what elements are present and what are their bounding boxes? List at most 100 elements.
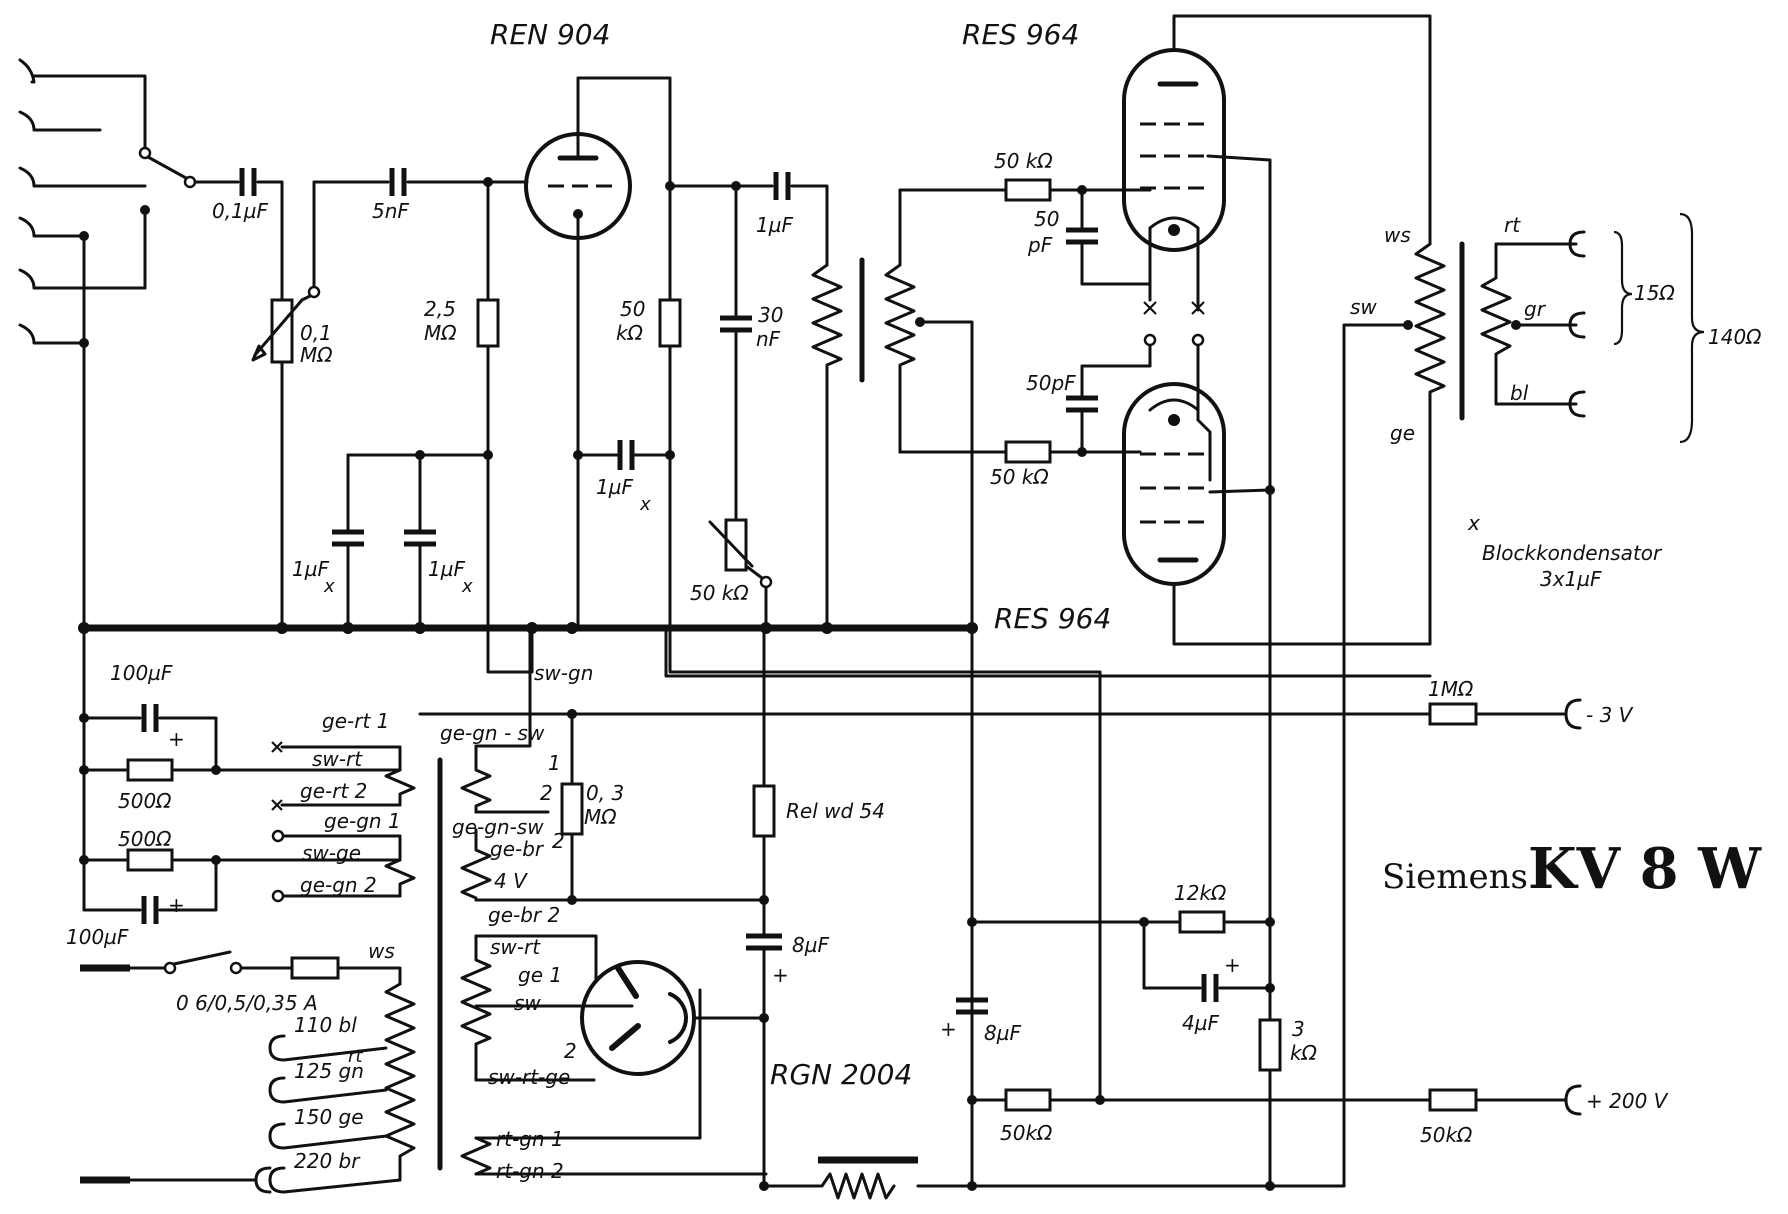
block-capacitors-grid [332, 450, 534, 674]
r-plate-unit: kΩ [616, 321, 644, 345]
mains-tap-110: 110 bl [294, 1013, 357, 1037]
wire-ge-gn-sw2: ge-gn-sw [452, 815, 544, 839]
mains-tap-150: 150 ge [294, 1105, 364, 1129]
wire-ge-rt1: ge-rt 1 [322, 709, 389, 733]
tone-network [668, 181, 774, 630]
c-4-label: 4µF [1182, 1011, 1219, 1035]
wire-sw-rt: sw-rt [312, 747, 363, 771]
c-100a-label: 100µF [110, 661, 173, 685]
output-transformer [1342, 230, 1586, 1188]
screen-supply-network [1139, 910, 1282, 1072]
c-block3-label: 1µF [596, 475, 633, 499]
wire-ge-gn-sw: ge-gn - sw [440, 721, 545, 745]
input-selector-switch [138, 146, 197, 215]
tube-rgn2004-label: RGN 2004 [770, 1058, 912, 1091]
power-transformer-secondaries [460, 626, 768, 1176]
wire-sw-ge: sw-ge [302, 841, 361, 865]
input-coupling-capacitor [193, 168, 284, 196]
mains-input [80, 950, 402, 1194]
terminal-minus3-label: - 3 V [1586, 703, 1634, 727]
relay-label: Rel wd 54 [786, 799, 885, 823]
wire-rt-gn1: rt-gn 1 [496, 1127, 564, 1151]
wire-sw-b: sw [514, 991, 541, 1015]
r-50k-filter-label: 50kΩ [1000, 1121, 1053, 1145]
wire-sw-gn: sw-gn [534, 661, 593, 685]
tube-res964-top [1122, 14, 1432, 1188]
r-03-unit: MΩ [584, 805, 617, 829]
pot-tone-label: 50 kΩ [690, 581, 749, 605]
grid-resistor [476, 180, 500, 457]
c-8a-plus: + [772, 963, 789, 987]
mains-tap-125: 125 gn [294, 1059, 364, 1083]
impedance-15-label: 15Ω [1634, 281, 1675, 305]
mains-ws-label: ws [368, 939, 395, 963]
brand-label: Siemens [1382, 857, 1528, 897]
power-transformer-left-taps [271, 741, 443, 1171]
impedance-140-label: 140Ω [1708, 325, 1762, 349]
wire-rt-gn2: rt-gn 2 [496, 1159, 564, 1183]
wire-ge-rt2: ge-rt 2 [300, 779, 367, 803]
c-g1-value: 50 [1034, 207, 1059, 231]
ot-gr-label: gr [1524, 297, 1547, 321]
ot-rt-label: rt [1504, 213, 1521, 237]
c-block1-sub: x [323, 576, 335, 597]
mains-tap-220: 220 br [294, 1149, 361, 1173]
tube-res964-top-label: RES 964 [962, 18, 1079, 51]
r-03-value: 0, 3 [586, 781, 624, 805]
c-block3-sub: x [639, 494, 651, 515]
wire-ge-br2: ge-br 2 [488, 903, 560, 927]
wire-ge-gn2: ge-gn 2 [300, 873, 377, 897]
r-500b-label: 500Ω [118, 827, 172, 851]
tube-rgn2004 [580, 960, 766, 1076]
r-g1-label: 50 kΩ [994, 149, 1053, 173]
output-coupling-capacitor [773, 172, 829, 267]
volume-potentiometer [251, 180, 321, 630]
c-tone-value: 30 [758, 303, 783, 327]
grid-resistor-bottom [898, 364, 1152, 464]
r-3k-value: 3 [1292, 1017, 1305, 1041]
wire-n2: 2 [540, 781, 553, 805]
fuse-label: 0 6/0,5/0,35 A [176, 991, 318, 1015]
bias-divider [560, 709, 769, 905]
pot-in-value: 0,1 [300, 321, 332, 345]
pot-in-unit: MΩ [300, 343, 333, 367]
ot-sw-label: sw [1350, 295, 1377, 319]
tube-res964-bottom [1122, 382, 1432, 646]
c-8a-label: 8µF [792, 933, 829, 957]
block-capacitor-plate [573, 440, 1102, 1099]
wire-n2c: 2 [564, 1039, 577, 1063]
c-g1-unit: pF [1027, 233, 1053, 257]
c-tone-unit: nF [756, 327, 781, 351]
input-jacks [18, 58, 147, 345]
c-block2-label: 1µF [428, 557, 465, 581]
ot-ws-label: ws [1384, 223, 1411, 247]
note-line1: Blockkondensator [1482, 541, 1663, 565]
relay-wd54 [746, 626, 782, 1188]
wire-sw-rt-ge: sw-rt-ge [488, 1065, 570, 1089]
tube-ren904 [524, 76, 672, 630]
bias-line [418, 626, 1582, 730]
r-grid-unit: MΩ [424, 321, 457, 345]
hv-filter [759, 626, 1582, 1200]
ot-bl-label: bl [1510, 381, 1529, 405]
coupling-capacitor-5nf [312, 168, 529, 288]
r-grid-value: 2,5 [424, 297, 456, 321]
wire-ge1: ge 1 [518, 963, 562, 987]
c-out-label: 1µF [756, 213, 793, 237]
wire-ge-gn1: ge-gn 1 [324, 809, 401, 833]
c-in-label: 0,1µF [212, 199, 269, 223]
r-500a-label: 500Ω [118, 789, 172, 813]
r-plate-value: 50 [620, 297, 645, 321]
r-50k-out-label: 50kΩ [1420, 1123, 1473, 1147]
c-100a-plus: + [168, 727, 185, 751]
wire-ge-br: ge-br [490, 837, 545, 861]
terminal-plus200-label: + 200 V [1586, 1089, 1669, 1113]
c-8b-label: 8µF [984, 1021, 1021, 1045]
c-block2-sub: x [461, 576, 473, 597]
c-g2-label: 50pF [1026, 371, 1076, 395]
grid-resistor-top [898, 178, 1152, 286]
c-couple-label: 5nF [372, 199, 409, 223]
filament-break [1143, 282, 1205, 422]
note-mark: x [1467, 511, 1480, 535]
plate-resistor [658, 184, 682, 457]
